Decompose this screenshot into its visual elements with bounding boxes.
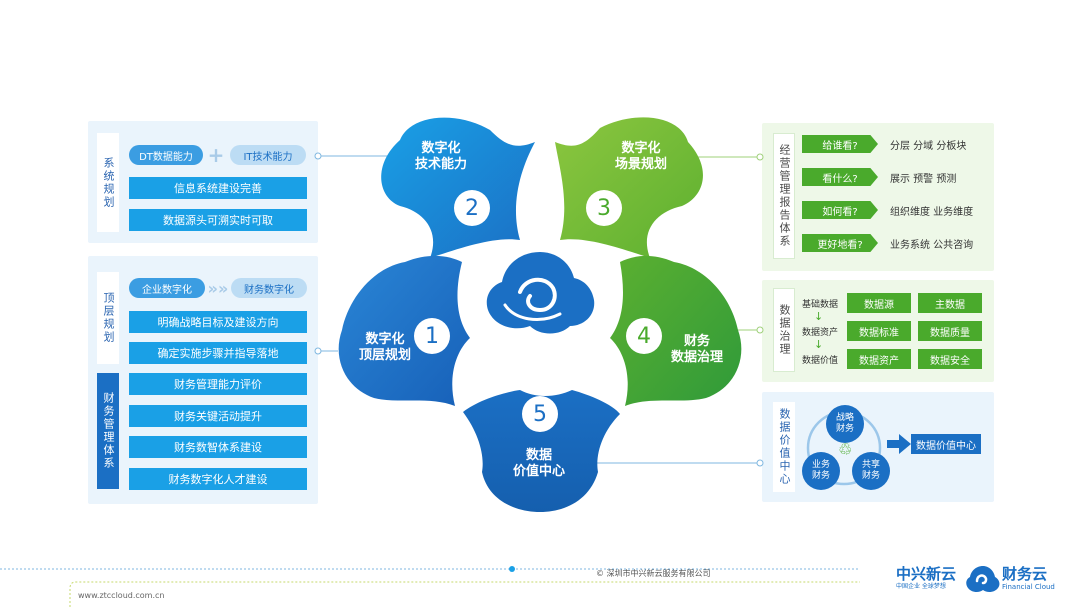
gov-box-data-source: 数据源 [847,293,911,313]
footer-copyright: © 深圳市中兴新云服务有限公司 [596,569,711,578]
finance-management-label: 财务管理体系 [97,373,119,489]
brand-logo: 中兴新云 中国企业 全球梦想 [896,565,966,591]
flow-data-asset: 数据资产 [802,328,839,338]
double-arrow-icon: »» [207,278,229,298]
result-arrow-icon [887,434,911,454]
report-question-3: 如何看? [802,201,878,219]
product-logo-icon [966,566,1000,593]
top-level-planning-label: 顶层规划 [97,272,119,364]
petal-4-shape [610,255,742,406]
petal-3-line1: 数字化 [621,141,661,156]
report-answer-3: 组织维度 业务维度 [890,206,974,218]
system-item-2: 数据源头可溯实时可取 [129,209,307,231]
gov-box-data-asset: 数据资产 [847,349,911,369]
system-item-1: 信息系统建设完善 [129,177,307,199]
data-value-center-box: 数据价值中心 [911,434,981,454]
petal-4-number: 4 [626,318,662,354]
plus-icon: + [207,143,225,167]
finance-item-1: 财务管理能力评价 [129,373,307,395]
recycle-icon: ♲ [838,440,853,459]
circle-shared-finance: 共享财务 [852,452,890,490]
gov-box-data-standard: 数据标准 [847,321,911,341]
report-question-4: 更好地看? [802,234,878,252]
report-system-panel [762,123,994,271]
petal-2-line2: 技术能力 [414,157,467,172]
petal-3-number: 3 [586,190,622,226]
flow-arrow-1: ↓ [814,310,824,323]
flow-basic-data: 基础数据 [802,300,839,310]
petal-1-number: 1 [414,318,450,354]
gov-box-data-quality: 数据质量 [918,321,982,341]
product-name: 财务云 [1002,565,1048,583]
data-value-label: 数据价值中心 [773,402,795,492]
petal-3-title: 数字化 场景规划 [600,141,682,173]
report-answer-1: 分层 分域 分板块 [890,140,967,152]
finance-item-3: 财务数智体系建设 [129,436,307,458]
petal-5-shape [463,390,620,512]
planning-item-1: 明确战略目标及建设方向 [129,311,307,333]
petal-3-line2: 场景规划 [614,157,667,172]
brand-slogan: 中国企业 全球梦想 [896,583,946,590]
gov-box-data-security: 数据安全 [918,349,982,369]
petal-2-line1: 数字化 [421,141,461,156]
product-logo: 财务云 Financial Cloud [1002,565,1078,592]
footer-lines [0,566,860,607]
petal-2-shape [381,117,535,258]
petal-3-shape [555,117,703,258]
brand-name: 中兴新云 [896,565,957,583]
report-question-1: 给谁看? [802,135,878,153]
finance-item-4: 财务数字化人才建设 [129,468,307,490]
petal-4-title: 财务 数据治理 [656,334,738,366]
report-answer-4: 业务系统 公共咨询 [890,239,974,251]
petal-5-number: 5 [522,396,558,432]
system-planning-label: 系统规划 [97,133,119,232]
finance-digital-pill: 财务数字化 [231,278,307,298]
petal-1-title: 数字化 顶层规划 [344,332,426,364]
finance-item-2: 财务关键活动提升 [129,405,307,427]
circle-business-finance: 业务财务 [802,452,840,490]
report-system-label: 经营管理报告体系 [773,133,795,259]
product-english: Financial Cloud [1002,583,1055,591]
petal-2-number: 2 [454,190,490,226]
gov-box-master-data: 主数据 [918,293,982,313]
report-answer-2: 展示 预警 预测 [890,173,957,185]
petal-1-line1: 数字化 [365,332,405,347]
flow-data-value: 数据价值 [802,356,839,366]
petal-1-shape [338,255,470,406]
planning-item-2: 确定实施步骤并指导落地 [129,342,307,364]
petal-2-title: 数字化 技术能力 [400,141,482,173]
petal-4-line2: 数据治理 [670,350,723,365]
center-logo-icon [486,244,595,336]
data-governance-label: 数据治理 [773,288,795,372]
footer-url[interactable]: www.ztccloud.com.cn [78,591,165,600]
dt-capability-pill: DT数据能力 [129,145,203,165]
report-question-2: 看什么? [802,168,878,186]
circle-strategy-finance: 战略财务 [826,405,864,443]
enterprise-digital-pill: 企业数字化 [129,278,205,298]
petal-5-title: 数据 价值中心 [498,448,580,480]
petal-4-line1: 财务 [683,334,710,349]
petal-5-line2: 价值中心 [512,464,565,479]
it-capability-pill: IT技术能力 [230,145,306,165]
petal-1-line2: 顶层规划 [358,348,411,363]
petal-5-line1: 数据 [525,448,552,463]
flow-arrow-2: ↓ [814,338,824,351]
